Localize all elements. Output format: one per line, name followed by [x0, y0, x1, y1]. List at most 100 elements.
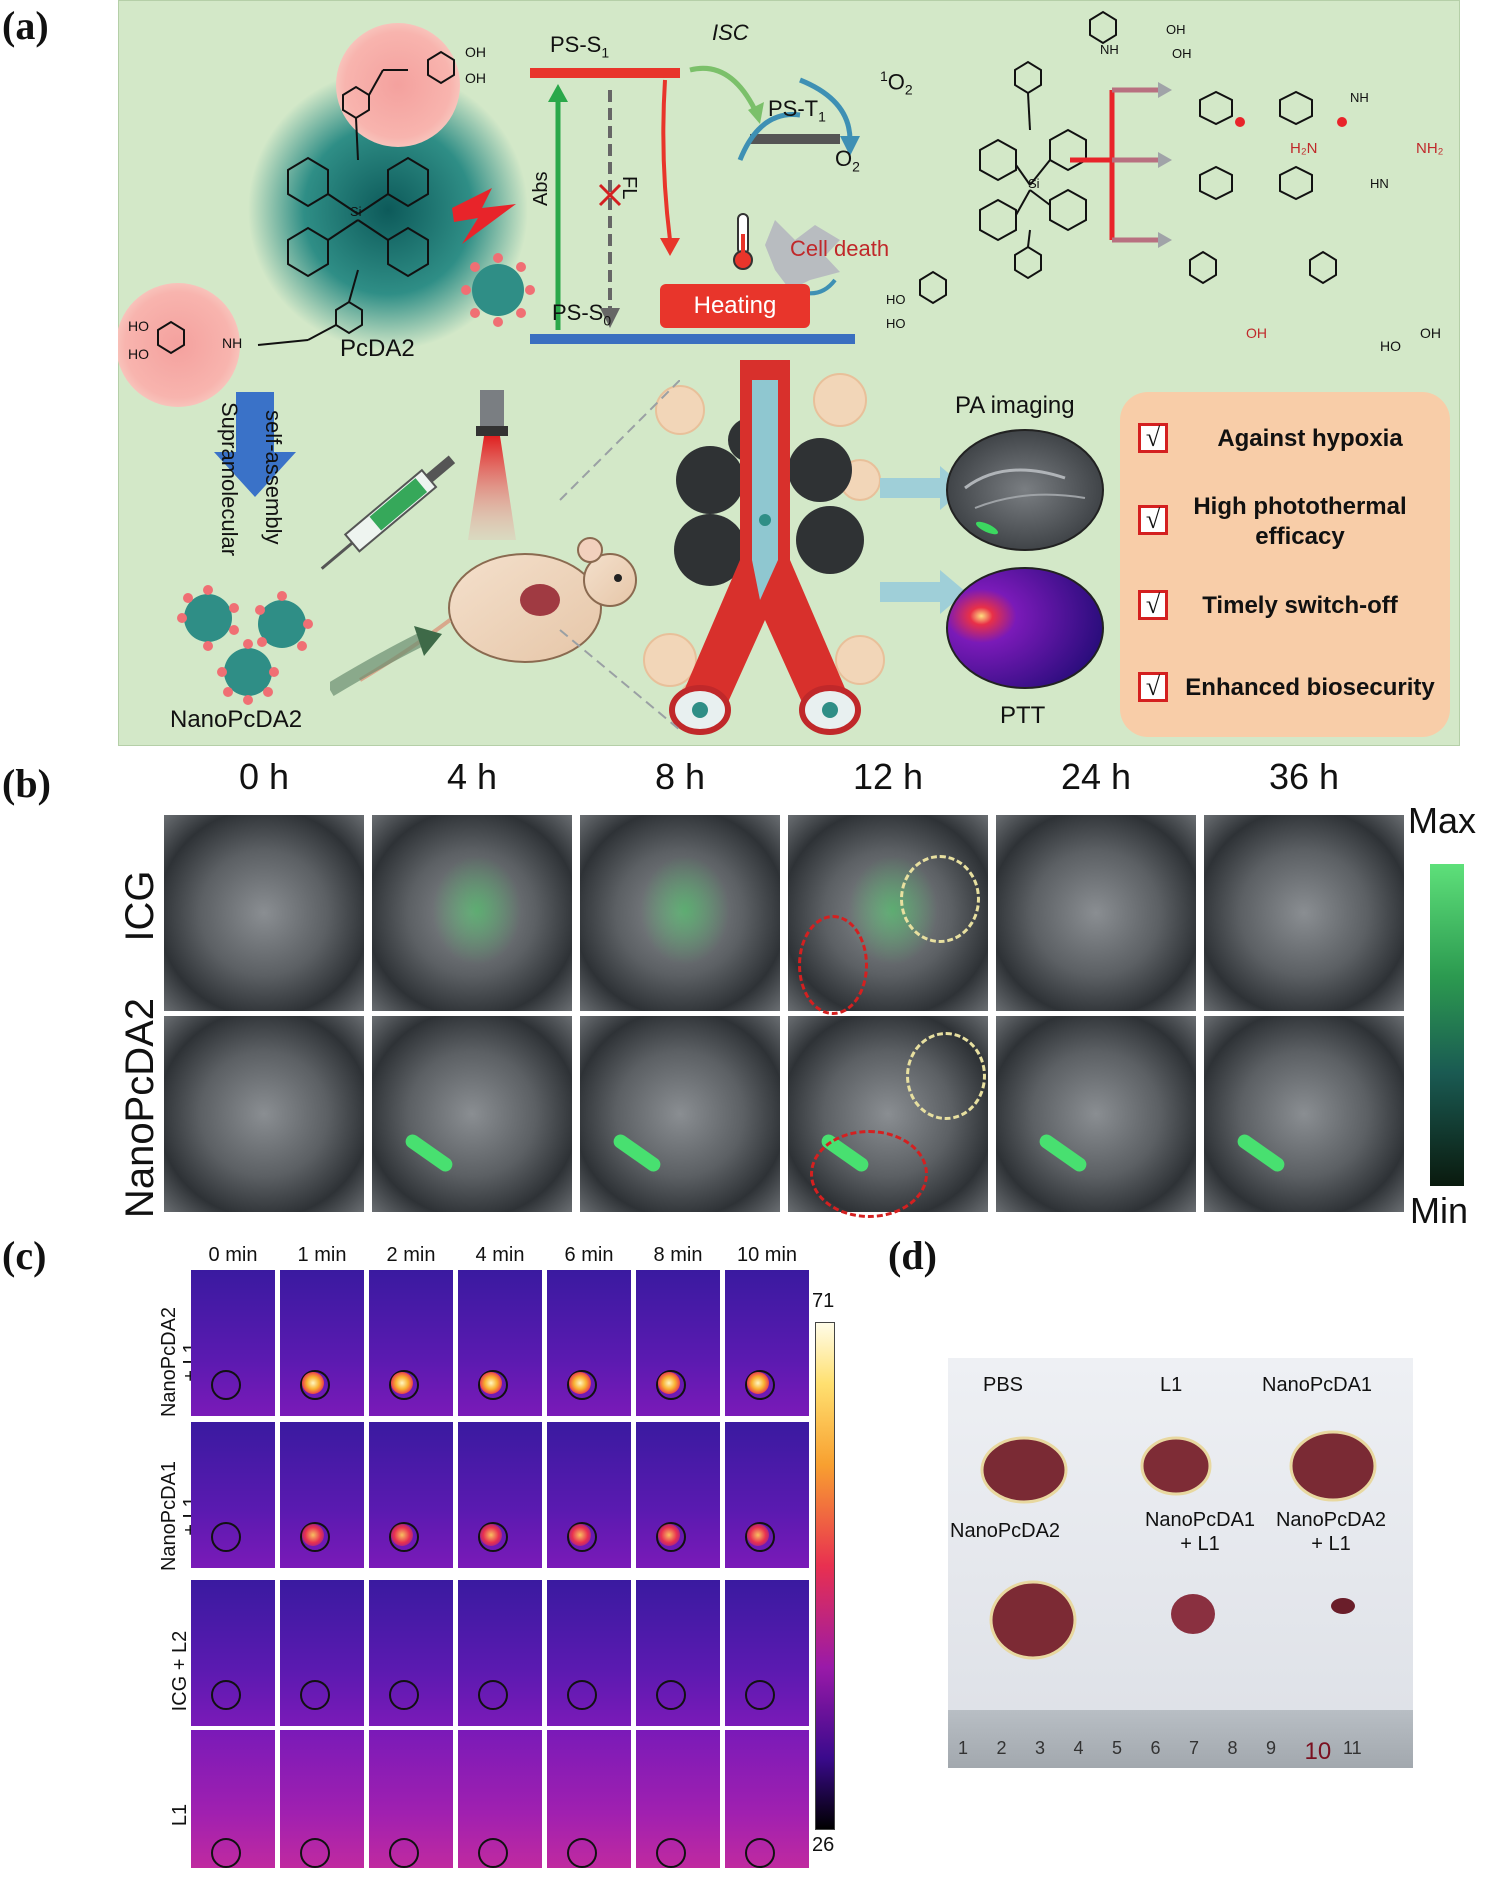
- lightning-icon: [452, 188, 516, 244]
- pa-image-nanopcda2-0h: [164, 1016, 364, 1212]
- pa-image-nanopcda2-24h: [996, 1016, 1196, 1212]
- hotspot: [747, 1372, 769, 1394]
- tumor-roi-circle: [389, 1680, 419, 1710]
- time-label-8h: 8 h: [654, 756, 706, 797]
- tumor-roi-circle: [300, 1680, 330, 1710]
- tumor-roi-circle: [745, 1522, 775, 1552]
- product-si-label: Si: [1028, 176, 1040, 191]
- ps-t1-label: PS-T1: [768, 96, 826, 125]
- pa-image-icg-0h: [164, 815, 364, 1011]
- thermal-colorbar: [815, 1322, 835, 1830]
- thermal-time-2min: 2 min: [386, 1244, 436, 1266]
- molecule-nh-label: NH: [222, 335, 243, 351]
- tumor-roi-circle: [745, 1370, 775, 1400]
- pa-green-signal: [432, 855, 522, 965]
- ptt-label: PTT: [1000, 702, 1046, 729]
- ruler-number-4: 4: [1073, 1738, 1084, 1758]
- ruler-number-1: 1: [958, 1738, 969, 1758]
- tumor-roi-circle: [656, 1838, 686, 1868]
- tumor-roi-circle: [567, 1680, 597, 1710]
- hotspot: [747, 1524, 769, 1546]
- molecule-oh-label: OH: [465, 44, 486, 60]
- ruler-number-3: 3: [1035, 1738, 1046, 1758]
- tumor-roi-circle: [656, 1370, 686, 1400]
- heating-label: Heating: [693, 292, 777, 319]
- panel-d-letter: (d): [888, 1233, 937, 1278]
- tumor-roi-circle: [300, 1370, 330, 1400]
- label-nanopcda1: NanoPcDA1: [1262, 1374, 1373, 1396]
- hotspot: [391, 1372, 413, 1394]
- molecule-ho-label-2: HO: [128, 346, 149, 362]
- ruler-number-2: 2: [996, 1738, 1007, 1758]
- benefit-check-3: √: [1138, 590, 1168, 620]
- time-label-12h: 12 h: [852, 756, 924, 797]
- thermal-time-0min: 0 min: [208, 1244, 258, 1266]
- pa-imaging-thumbnail: [946, 429, 1104, 551]
- ruler-number-10: 10: [1304, 1738, 1332, 1765]
- tumor-roi-circle: [211, 1370, 241, 1400]
- benefit-against-hypoxia: Against hypoxia: [1217, 425, 1403, 452]
- label-pbs: PBS: [983, 1374, 1024, 1396]
- tumor-vessel-illustration: [643, 360, 885, 735]
- pa-scale-max: Max: [1408, 800, 1477, 841]
- pa-image-nanopcda2-36h: [1204, 1016, 1404, 1212]
- pa-image-nanopcda2-4h: [372, 1016, 572, 1212]
- tumor-roi-circle: [567, 1522, 597, 1552]
- tumor-roi-circle: [478, 1370, 508, 1400]
- ruler-number-11: 11: [1343, 1738, 1362, 1758]
- pa-image-icg-24h: [996, 815, 1196, 1011]
- product-nh-label: NH: [1100, 42, 1119, 57]
- assembly-label-2: self-assembly: [261, 410, 286, 545]
- tumor-roi-circle: [389, 1838, 419, 1868]
- hotspot: [391, 1524, 413, 1546]
- hotspot: [480, 1372, 502, 1394]
- tumor-roi-circle: [745, 1680, 775, 1710]
- time-label-36h: 36 h: [1268, 756, 1340, 797]
- tumor-roi-circle: [478, 1522, 508, 1552]
- label-nanopcda1-l1: NanoPcDA1+ L1: [1144, 1509, 1256, 1555]
- time-label-0h: 0 h: [238, 756, 290, 797]
- benefit-photothermal-efficacy: High photothermal efficacy: [1193, 493, 1407, 550]
- fragment2-nh2-label: NH₂: [1416, 140, 1444, 157]
- benefit-biosecurity: Enhanced biosecurity: [1185, 674, 1435, 701]
- cell-death-label: Cell death: [790, 236, 890, 261]
- assembly-arrow: [214, 392, 296, 497]
- pa-imaging-label: PA imaging: [955, 392, 1075, 419]
- tumor-roi-circle: [389, 1370, 419, 1400]
- pa-green-signal: [640, 855, 730, 965]
- ps-s0-label: PS-S0: [552, 300, 612, 329]
- hotspot: [480, 1524, 502, 1546]
- hotspot: [302, 1372, 324, 1394]
- ruler-number-7: 7: [1189, 1738, 1200, 1758]
- thermal-time-8min: 8 min: [653, 1244, 703, 1266]
- benefit-check-2: √: [1138, 505, 1168, 535]
- panel-b-letter: (b): [2, 761, 51, 806]
- thermal-time-1min: 1 min: [297, 1244, 347, 1266]
- jablonski-diagram: [530, 65, 860, 344]
- tumor-roi-circle: [300, 1838, 330, 1868]
- nanoparticle-icon: [461, 253, 535, 327]
- time-label-24h: 24 h: [1060, 756, 1132, 797]
- pcda2-molecule-drawing: [118, 23, 528, 407]
- label-nanopcda2: NanoPcDA2: [950, 1520, 1061, 1542]
- fragment3-oh-label: OH: [1246, 325, 1267, 341]
- tumor-roi-circle: [300, 1522, 330, 1552]
- ruler: [948, 1710, 1413, 1768]
- roi-red-circle: [798, 915, 868, 1015]
- hotspot: [569, 1524, 591, 1546]
- tumor-roi-circle: [567, 1838, 597, 1868]
- tumor-roi-circle: [656, 1680, 686, 1710]
- benefit-switch-off: Timely switch-off: [1202, 592, 1398, 619]
- ps-s1-label: PS-S1: [550, 32, 610, 61]
- benefit-check-1: √: [1138, 423, 1168, 453]
- roi-yellow-circle: [900, 855, 980, 943]
- benefits-box: [1120, 392, 1450, 737]
- heating-badge: [660, 284, 810, 328]
- pa-colorbar: [1430, 864, 1464, 1186]
- injection-arrow: [330, 626, 442, 697]
- hotspot: [302, 1524, 324, 1546]
- label-nanopcda2-l1: NanoPcDA2+ L1: [1275, 1509, 1387, 1555]
- hotspot: [658, 1524, 680, 1546]
- oxidized-pc-structure: [919, 10, 1347, 305]
- thermometer-icon: [733, 213, 753, 270]
